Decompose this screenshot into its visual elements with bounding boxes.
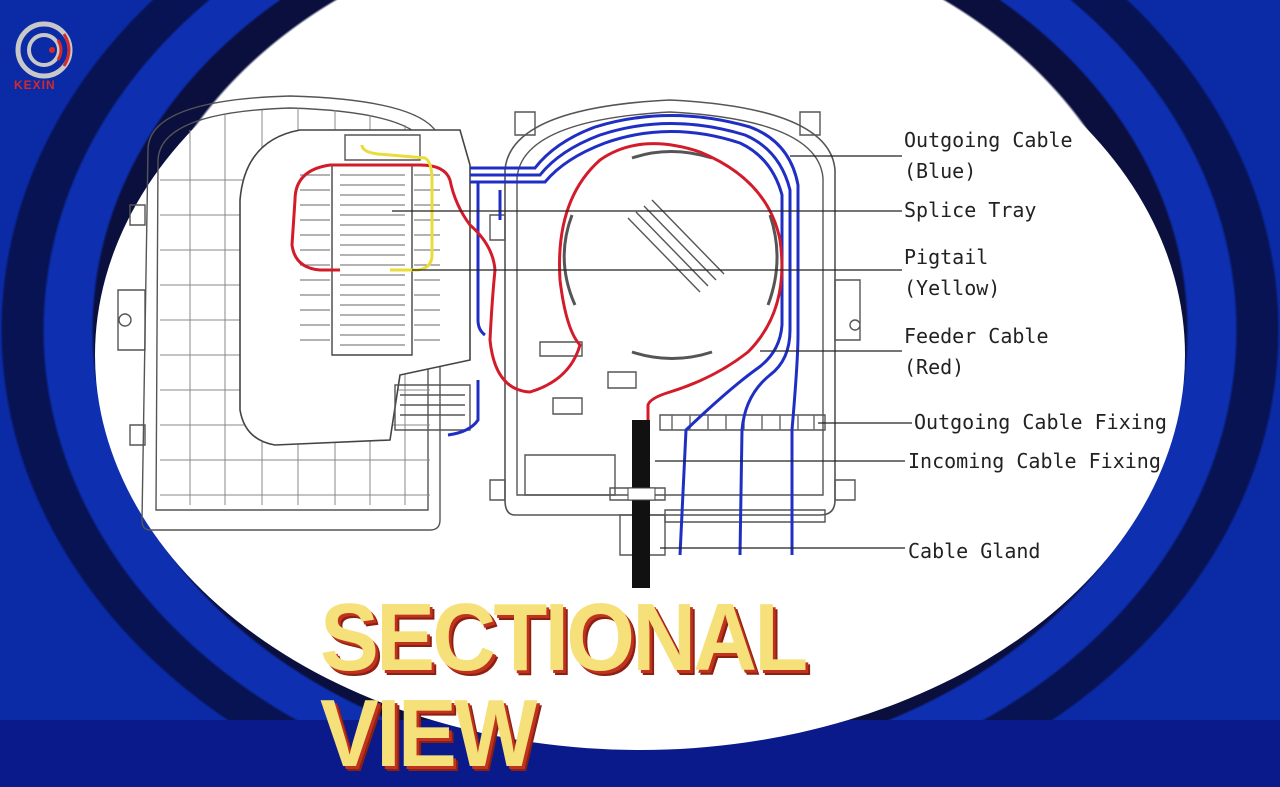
label-pigtail-line2: (Yellow) xyxy=(904,276,1001,300)
sectional-diagram xyxy=(117,95,912,588)
logo-text: KEXIN xyxy=(14,78,56,92)
label-outgoing-cable-line2: (Blue) xyxy=(904,159,977,183)
outgoing-cable-lines xyxy=(447,114,800,556)
label-outgoing-cable: Outgoing Cable (Blue) xyxy=(904,125,1073,187)
label-pigtail-line1: Pigtail xyxy=(904,245,989,269)
label-cable-gland: Cable Gland xyxy=(908,539,1041,563)
label-feeder-cable: Feeder Cable (Red) xyxy=(904,321,1049,383)
label-outgoing-cable-fixing: Outgoing Cable Fixing xyxy=(914,410,1167,434)
label-incoming-cable-fixing: Incoming Cable Fixing xyxy=(908,449,1161,473)
label-outgoing-cable-line1: Outgoing Cable xyxy=(904,128,1073,152)
label-feeder-cable-line1: Feeder Cable xyxy=(904,324,1049,348)
kexin-logo-icon xyxy=(15,21,73,79)
pigtail-line xyxy=(360,144,434,272)
label-pigtail: Pigtail (Yellow) xyxy=(904,242,1000,304)
page-title: SECTIONAL VIEW xyxy=(320,584,807,787)
label-feeder-cable-line2: (Red) xyxy=(904,355,965,379)
feeder-cable-line xyxy=(290,142,784,430)
incoming-cable xyxy=(632,420,650,588)
box-outlines xyxy=(117,95,861,556)
leader-lines xyxy=(392,155,912,549)
label-splice-tray: Splice Tray xyxy=(904,198,1037,222)
